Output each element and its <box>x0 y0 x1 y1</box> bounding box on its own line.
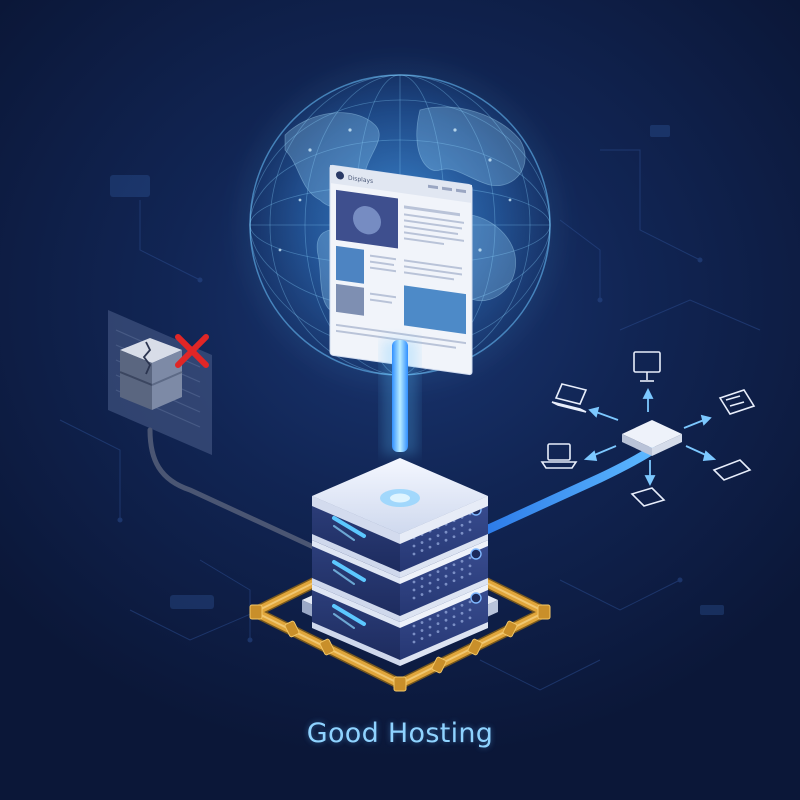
broken-server-icon <box>119 338 183 410</box>
red-x-icon <box>175 334 209 368</box>
laptop-icon <box>540 443 578 469</box>
data-beam <box>382 340 418 455</box>
caption-title: Good Hosting <box>306 718 494 749</box>
smartphone-icon <box>712 459 752 481</box>
website-browser-window: Displays <box>329 164 473 376</box>
feature-image <box>404 285 466 335</box>
gold-pipe-loop <box>249 534 551 692</box>
status-led-strip <box>332 560 366 582</box>
site-name: Displays <box>348 175 373 186</box>
inactive-cable <box>147 427 323 553</box>
network-hub-icon <box>622 420 682 456</box>
thumbnail-image <box>336 245 364 284</box>
hub-arrows <box>583 387 717 487</box>
status-led-strip <box>332 516 366 538</box>
power-button-icon <box>470 548 482 560</box>
status-led-strip <box>332 604 366 626</box>
server-stack-icon <box>302 458 498 666</box>
laptop-icon <box>551 383 588 413</box>
monitor-icon <box>633 351 661 382</box>
tablet-icon <box>630 487 666 507</box>
tablet-icon <box>718 389 756 415</box>
background-bokeh-squares <box>110 125 724 615</box>
power-button-icon <box>470 592 482 604</box>
site-logo-icon <box>336 171 344 180</box>
thumbnail-image <box>336 283 364 316</box>
failed-server <box>108 310 212 455</box>
